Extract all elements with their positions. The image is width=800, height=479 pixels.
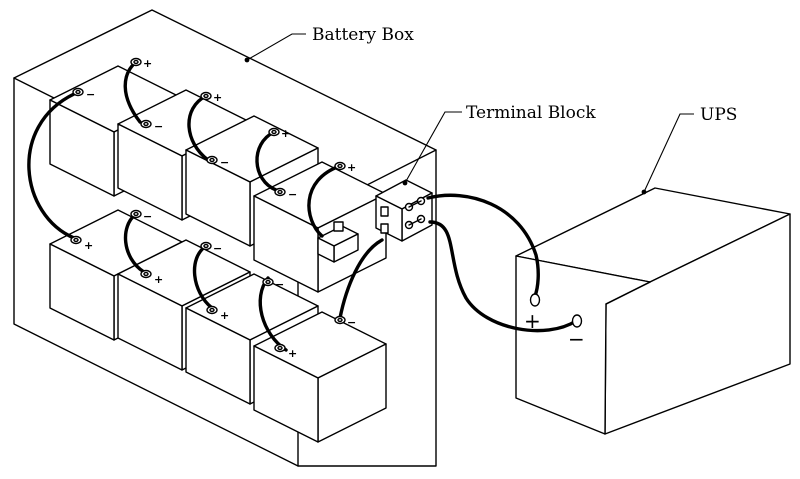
terminal-bot2-neg (200, 241, 212, 251)
polarity-plus: + (154, 273, 163, 286)
terminal-top4-pos (334, 161, 346, 171)
label-terminal-block: Terminal Block (466, 103, 596, 123)
polarity-minus: − (143, 210, 152, 223)
fuse-switch (317, 221, 359, 263)
ups-terminals: + − (524, 293, 585, 351)
terminal-top1-pos (130, 57, 142, 67)
polarity-plus: + (347, 161, 356, 174)
battery-terminals (70, 57, 346, 353)
terminal-block (375, 179, 433, 242)
polarity-plus: + (213, 91, 222, 104)
terminal-top2-pos (200, 91, 212, 101)
battery-bottom-4 (253, 311, 387, 443)
polarity-minus: − (347, 316, 356, 329)
terminal-bot1-neg (130, 209, 142, 219)
ups-polarity-minus: − (568, 327, 585, 351)
terminal-bot2-pos (140, 269, 152, 279)
terminal-top3-neg (206, 155, 218, 165)
polarity-plus: + (84, 239, 93, 252)
interconnect-cables (27, 60, 578, 352)
callout-leaders (244, 33, 694, 195)
battery-polarity-marks: − + − + − + − + + − + − + − + − (84, 57, 356, 360)
terminal-bot1-pos (70, 235, 82, 245)
polarity-minus: − (213, 242, 222, 255)
terminal-top2-neg (140, 119, 152, 129)
polarity-minus: − (86, 88, 95, 101)
ups-terminal-negative (571, 314, 583, 328)
terminal-top3-pos (268, 127, 280, 137)
terminal-bot4-pos (274, 343, 286, 353)
terminal-top4-neg (274, 187, 286, 197)
terminal-bot4-neg (334, 315, 346, 325)
polarity-minus: − (288, 188, 297, 201)
polarity-plus: + (220, 309, 229, 322)
ups-terminal-positive (529, 293, 541, 307)
polarity-minus: − (275, 278, 284, 291)
terminal-top1-neg (72, 87, 84, 97)
terminal-bot3-neg (262, 277, 274, 287)
polarity-minus: − (220, 156, 229, 169)
battery-top-4 (253, 161, 387, 293)
label-ups: UPS (700, 105, 737, 125)
ups-polarity-plus: + (524, 309, 541, 333)
polarity-plus: + (143, 57, 152, 70)
terminal-bot3-pos (206, 305, 218, 315)
ups-unit (515, 187, 791, 435)
polarity-plus: + (281, 127, 290, 140)
polarity-minus: − (154, 120, 163, 133)
label-battery-box: Battery Box (312, 25, 414, 45)
polarity-plus: + (288, 347, 297, 360)
